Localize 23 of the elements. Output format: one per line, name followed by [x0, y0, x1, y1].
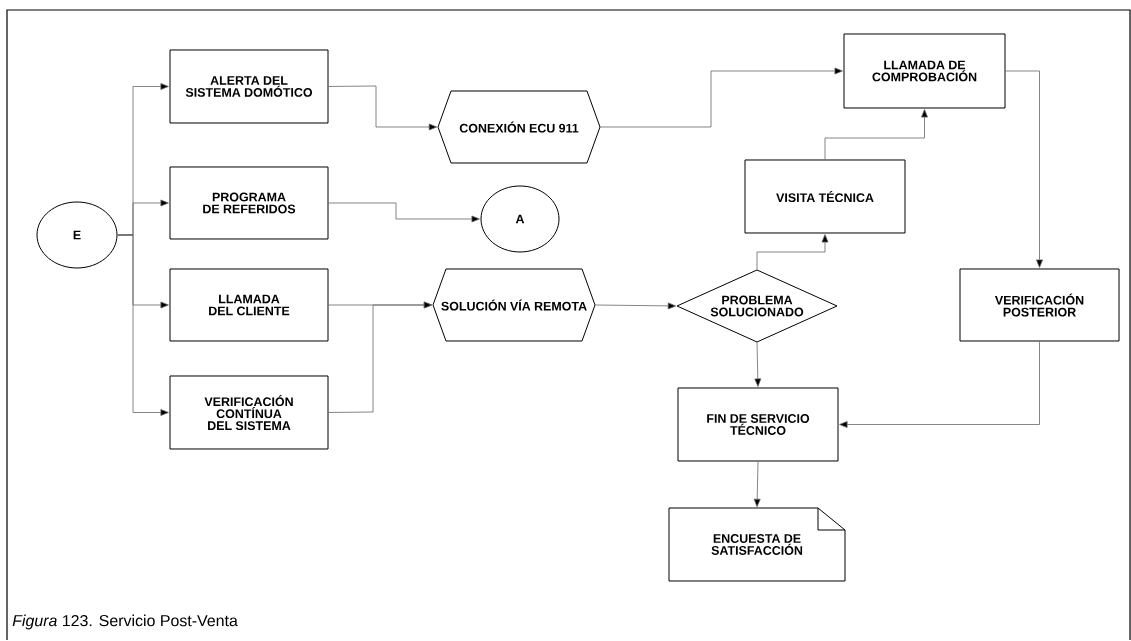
- hexagon-box: CONEXIÓN ECU 911: [437, 90, 601, 164]
- arrow: [117, 234, 169, 416]
- figure-caption: Figura 123. Servicio Post-Venta: [12, 614, 238, 630]
- arrow: [328, 85, 438, 131]
- arrow: [328, 202, 480, 223]
- process-box: ALERTA DEL SISTEMA DOMÓTICO: [169, 49, 329, 124]
- process-box: PROGRAMA DE REFERIDOS: [169, 166, 329, 240]
- process-box: LLAMADA DE COMPROBACIÓN: [843, 33, 1006, 109]
- arrow: [753, 461, 761, 508]
- process-box: VERIFICACIÓN POSTERIOR: [959, 268, 1120, 342]
- arrow: [594, 302, 677, 310]
- process-box: FIN DE SERVICIO TÉCNICO: [677, 387, 839, 462]
- arrow: [824, 109, 928, 160]
- arrow: [756, 234, 829, 271]
- process-box: LLAMADA DEL CLIENTE: [169, 268, 329, 342]
- arrow: [754, 341, 762, 387]
- process-box: VISITA TÉCNICA: [744, 159, 906, 234]
- arrow: [839, 341, 1040, 428]
- hexagon-box: SOLUCIÓN VÍA REMOTA: [432, 268, 596, 342]
- arrow: [1005, 70, 1043, 268]
- arrow: [599, 67, 843, 128]
- process-box: VERIFICACIÓN CONTÍNUA DEL SISTEMA: [169, 375, 329, 450]
- arrow: [328, 301, 433, 413]
